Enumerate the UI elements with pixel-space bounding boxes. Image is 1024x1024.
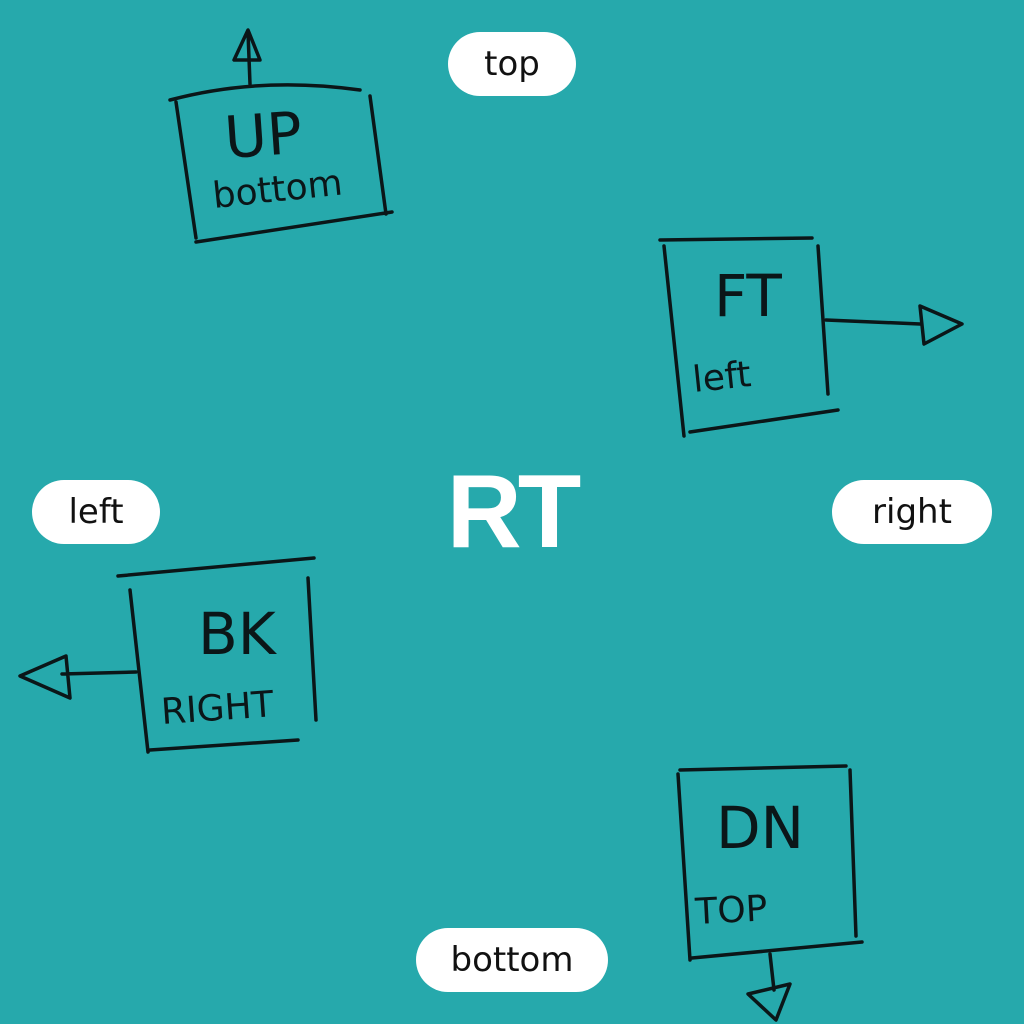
top-direction-label: top <box>448 32 576 96</box>
right-direction-label: right <box>832 480 992 544</box>
down-face-side: TOP <box>693 888 768 933</box>
front-arrow-icon <box>824 304 964 346</box>
back-arrow-icon <box>18 654 138 700</box>
front-face-side: left <box>691 354 753 401</box>
center-face-label: RT <box>446 454 582 570</box>
up-arrow-icon <box>232 28 262 86</box>
back-face-code: BK <box>198 600 278 668</box>
down-face-code: DN <box>716 794 804 862</box>
left-direction-label: left <box>32 480 160 544</box>
back-face-box: BK RIGHT <box>18 556 318 754</box>
bottom-direction-label: bottom <box>416 928 608 992</box>
front-face-outline <box>658 236 840 438</box>
up-face-code: UP <box>222 99 304 172</box>
down-arrow-icon <box>746 952 792 1022</box>
back-face-outline <box>116 556 318 754</box>
back-face-side: RIGHT <box>160 684 276 733</box>
down-face-box: DN TOP <box>676 764 864 1022</box>
down-face-outline <box>676 764 864 962</box>
up-face-box: UP bottom <box>168 28 394 244</box>
up-face-outline <box>168 83 394 244</box>
front-face-box: FT left <box>658 236 964 438</box>
front-face-code: FT <box>714 262 782 330</box>
